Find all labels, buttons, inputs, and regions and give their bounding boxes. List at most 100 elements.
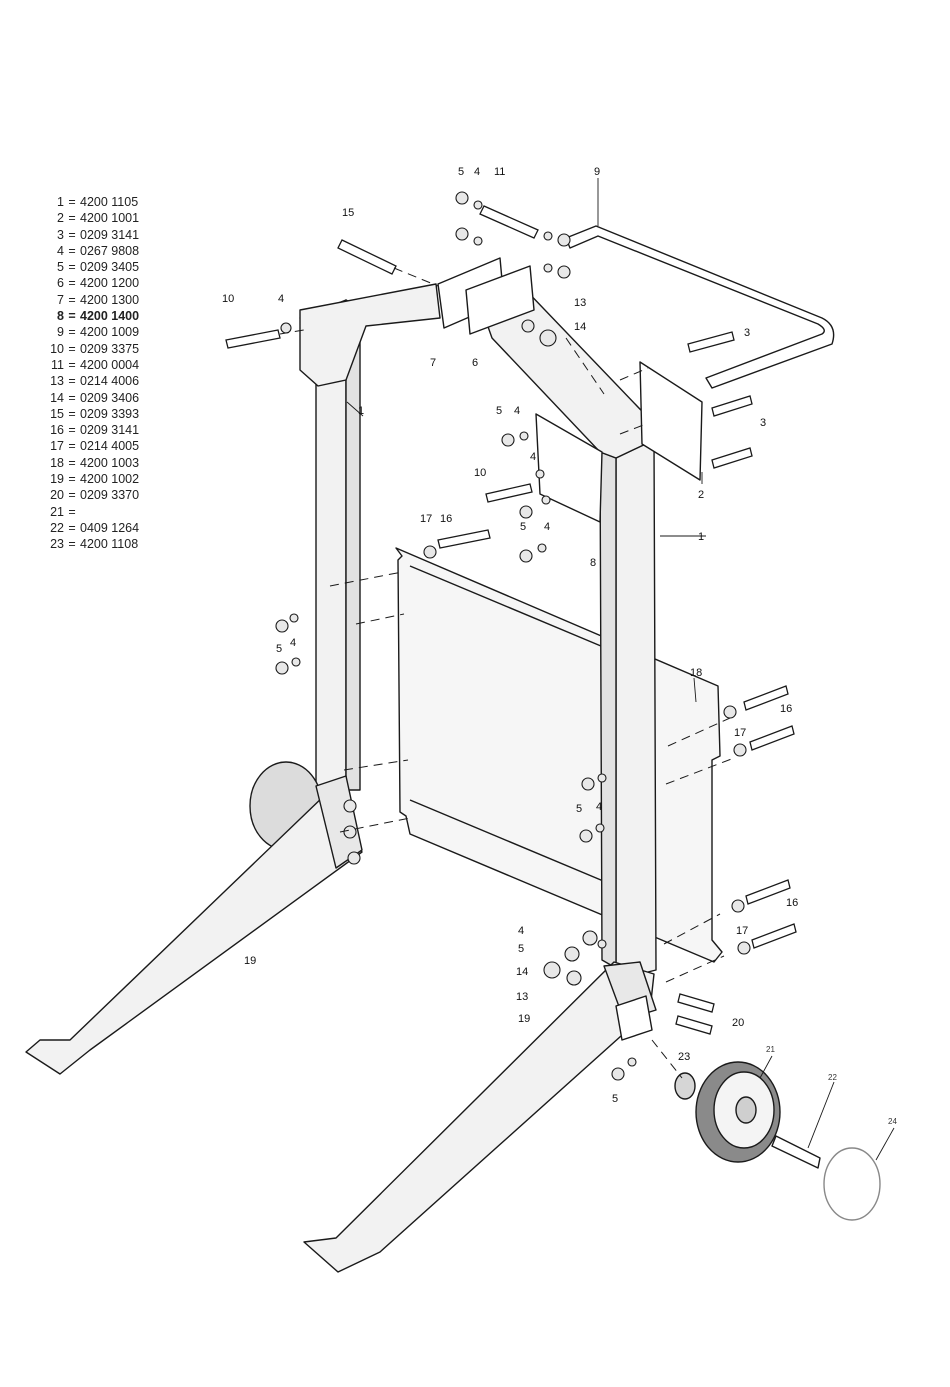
callout-1: 1: [698, 531, 704, 543]
callout-23: 23: [678, 1051, 690, 1063]
washer: [519, 431, 529, 441]
nut: [582, 930, 598, 946]
nut: [519, 505, 533, 519]
callout-1: 1: [358, 405, 364, 417]
wheel-21-hub: [735, 1096, 757, 1124]
callout-4: 4: [544, 521, 550, 533]
callout-5: 5: [576, 803, 582, 815]
bolt-15: [337, 239, 397, 275]
back-plate: [395, 547, 723, 963]
bolt-10-center: [485, 483, 533, 503]
washer: [280, 322, 292, 334]
washer: [289, 613, 299, 623]
left-fork-top: [315, 775, 363, 869]
callout-4: 4: [278, 293, 284, 305]
parts-list-row: 17=0214 4005: [36, 438, 206, 454]
washer-17: [733, 743, 747, 757]
part-code: 0214 4005: [80, 439, 140, 454]
part-code: 0209 3370: [80, 488, 140, 503]
part-code: 4200 1001: [80, 211, 140, 226]
part-number: 10: [50, 341, 64, 356]
callout-3: 3: [760, 417, 766, 429]
parts-list-row: 16=0209 3141: [36, 422, 206, 438]
equals-sign: =: [68, 455, 76, 470]
nut: [455, 227, 469, 241]
part-code: 4200 1002: [80, 472, 140, 487]
cap-24: [823, 1147, 881, 1221]
left-top-bracket: [299, 283, 441, 387]
right-upright-side: [599, 451, 617, 969]
bolt-16-left: [437, 529, 491, 549]
callout-15: 15: [342, 207, 354, 219]
equals-sign: =: [68, 472, 76, 487]
part-code: 0209 3405: [80, 260, 140, 275]
bolt-3-top: [687, 331, 735, 353]
part-number: 13: [50, 374, 64, 389]
part-code: 0267 9808: [80, 243, 140, 258]
callout-4: 4: [530, 451, 536, 463]
parts-list-row: 22=0409 1264: [36, 520, 206, 536]
washer: [627, 1057, 637, 1067]
callout-16: 16: [440, 513, 452, 525]
washer-13: [566, 970, 582, 986]
equals-sign: =: [68, 488, 76, 503]
nut: [557, 265, 571, 279]
equals-sign: =: [68, 325, 76, 340]
equals-sign: =: [68, 341, 76, 356]
callout-18: 18: [690, 667, 702, 679]
washer-17: [423, 545, 437, 559]
callout-4: 4: [518, 925, 524, 937]
callout-4: 4: [514, 405, 520, 417]
callout-5: 5: [496, 405, 502, 417]
part-number: 23: [50, 537, 64, 552]
part-number: 19: [50, 472, 64, 487]
parts-list-row: 4=0267 9808: [36, 243, 206, 259]
equals-sign: =: [68, 211, 76, 226]
nut: [611, 1067, 625, 1081]
equals-sign: =: [68, 390, 76, 405]
left-fork-leg: [25, 793, 363, 1075]
callout-16: 16: [780, 703, 792, 715]
part-number: 22: [50, 520, 64, 535]
parts-list-row: 3=0209 3141: [36, 227, 206, 243]
bolt-20-a: [677, 993, 715, 1013]
part-code: 0209 3393: [80, 406, 140, 421]
back-plate-fold: [409, 565, 621, 655]
callout-4: 4: [596, 801, 602, 813]
callout-6: 6: [472, 357, 478, 369]
nut: [455, 191, 469, 205]
bolt-11: [479, 205, 539, 239]
parts-list-row: 23=4200 1108: [36, 536, 206, 552]
equals-sign: =: [68, 227, 76, 242]
bolt-16-d: [751, 923, 797, 949]
washer: [597, 773, 607, 783]
callout-5: 5: [518, 943, 524, 955]
washer-17: [737, 941, 751, 955]
callout-8: 8: [590, 557, 596, 569]
callout-4: 4: [290, 637, 296, 649]
leader-lines: [346, 178, 895, 1161]
right-fork-leg: [303, 961, 655, 1273]
callout-19: 19: [244, 955, 256, 967]
equals-sign: =: [68, 195, 76, 209]
nut: [564, 946, 580, 962]
callout-17: 17: [736, 925, 748, 937]
part-code: 4200 1003: [80, 455, 140, 470]
spacer-23: [674, 1072, 696, 1100]
assembly-guide-lines: [279, 267, 735, 1079]
nut: [343, 799, 357, 813]
part-code: 0209 3141: [80, 423, 140, 438]
washer: [473, 200, 483, 210]
callout-2: 2: [698, 489, 704, 501]
part-number: 9: [57, 325, 64, 340]
parts-list-row: 14=0209 3406: [36, 390, 206, 406]
nut-14: [539, 329, 557, 347]
part-code: 4200 1300: [80, 292, 140, 307]
right-upright: [615, 439, 657, 979]
nut: [343, 825, 357, 839]
parts-list-row: 13=0214 4006: [36, 373, 206, 389]
equals-sign: =: [68, 276, 76, 291]
parts-list-row: 1=4200 1105: [36, 194, 206, 210]
washer: [473, 236, 483, 246]
